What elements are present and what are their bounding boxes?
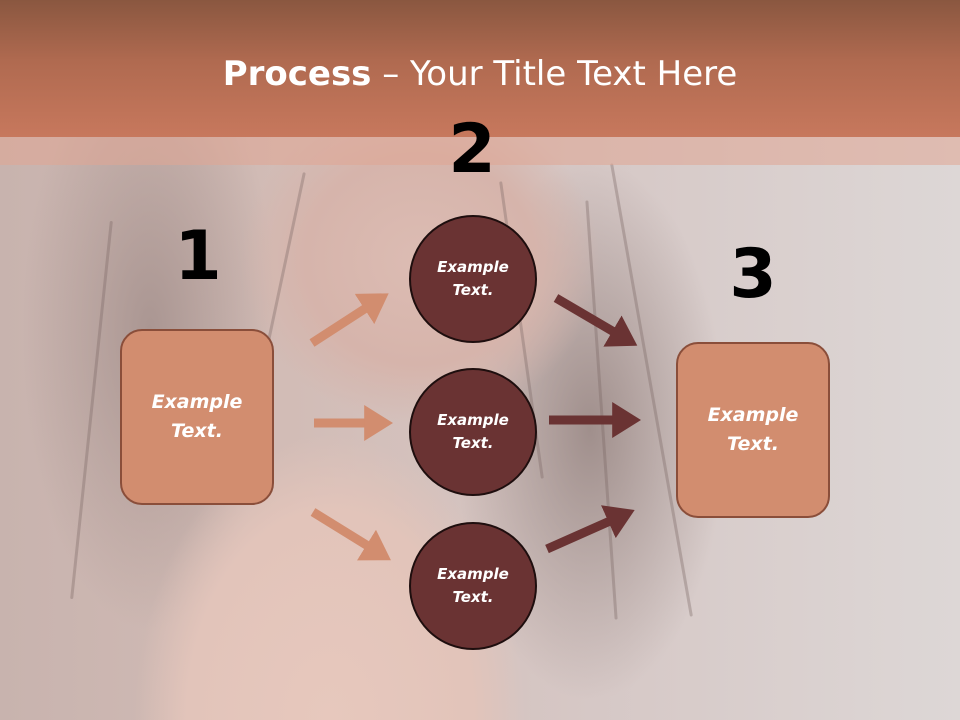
title-bold: Process: [222, 54, 372, 94]
slide-title: Process – Your Title Text Here: [0, 52, 960, 96]
step-number-1: 1: [174, 217, 222, 296]
right-process-box: Example Text.: [676, 342, 830, 518]
circle-3-text: Example Text.: [437, 565, 509, 606]
circle-1-text: Example Text.: [437, 258, 509, 299]
arrow-from-circle-3: [545, 505, 635, 554]
circle-2-text: Example Text.: [437, 411, 509, 452]
circle-step-1: Example Text.: [409, 215, 537, 343]
arrow-to-circle-3: [310, 508, 391, 561]
arrow-from-circle-1: [553, 294, 638, 347]
right-box-text: Example Text.: [707, 404, 799, 455]
title-rest: – Your Title Text Here: [371, 54, 738, 94]
arrow-to-circle-1: [309, 293, 389, 347]
header-band: [0, 0, 960, 137]
left-box-text: Example Text.: [151, 391, 243, 442]
circle-step-2: Example Text.: [409, 368, 537, 496]
header-strip: [0, 137, 960, 165]
step-number-2: 2: [448, 110, 496, 189]
circle-step-3: Example Text.: [409, 522, 537, 650]
step-number-3: 3: [729, 235, 777, 314]
left-process-box: Example Text.: [120, 329, 274, 505]
